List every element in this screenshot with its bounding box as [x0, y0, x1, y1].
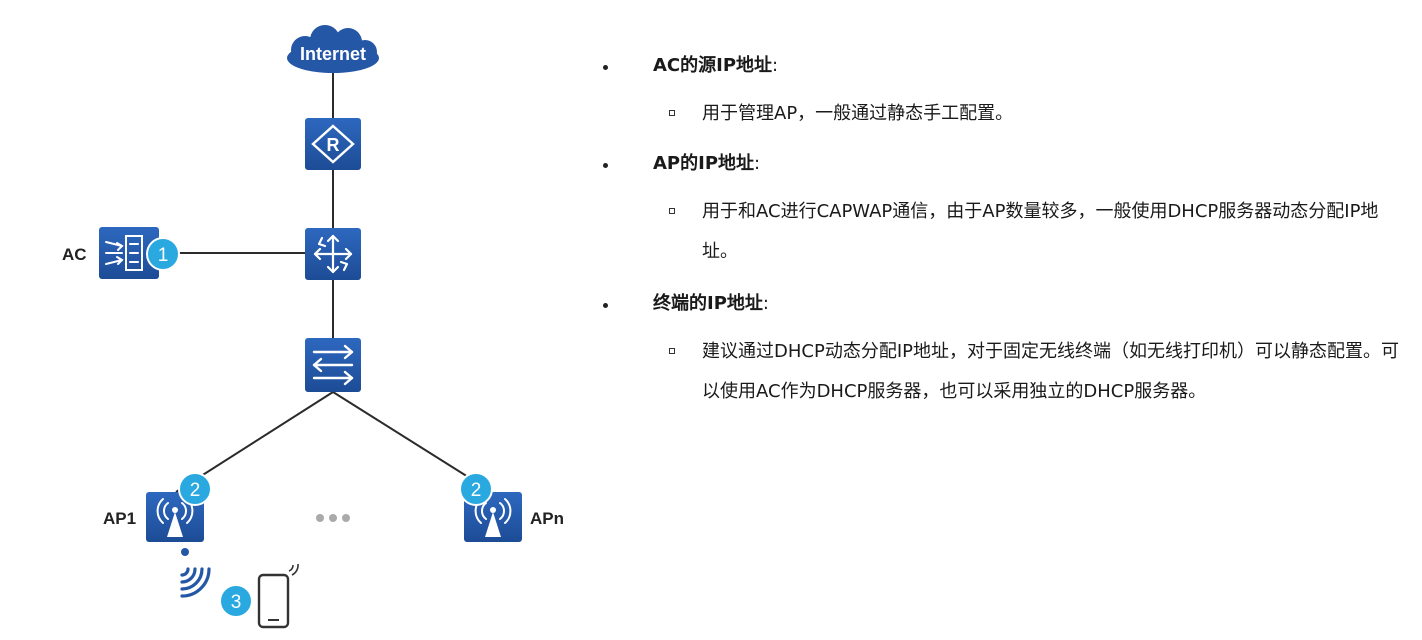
ap1-label: AP1 [103, 509, 136, 528]
internet-cloud: Internet [287, 25, 379, 73]
square-bullet-icon [669, 110, 675, 116]
cloud-icon [287, 25, 379, 73]
bullet-dot [603, 163, 608, 168]
section-body-text: 建议通过DHCP动态分配IP地址，对于固定无线终端（如无线打印机）可以静态配置。… [702, 341, 1399, 402]
section-body-text: 用于和AC进行CAPWAP通信，由于AP数量较多，一般使用DHCP服务器动态分配… [702, 201, 1379, 262]
badge-terminal: 3 [219, 584, 253, 618]
signal-dot [181, 548, 189, 556]
section-body: 建议通过DHCP动态分配IP地址，对于固定无线终端（如无线打印机）可以静态配置。… [595, 332, 1405, 412]
apn-device: 2 APn [459, 472, 564, 542]
square-bullet-icon [669, 208, 675, 214]
network-topology-diagram: Internet R AC [62, 25, 564, 629]
section-title: AC的源IP地址: [595, 48, 1405, 84]
wifi-signal-icon [180, 567, 211, 598]
badge-ap1: 2 [178, 472, 212, 506]
bullet-dot [603, 303, 608, 308]
svg-text:2: 2 [190, 480, 201, 501]
section-title-colon: : [754, 153, 761, 174]
section-body: 用于管理AP，一般通过静态手工配置。 [595, 94, 1405, 134]
svg-text:3: 3 [231, 592, 242, 613]
bullet-dot [603, 65, 608, 70]
section-title-colon: : [772, 55, 779, 76]
section-title-text: 终端的IP地址 [653, 293, 763, 314]
router-icon: R [305, 118, 361, 170]
section-title-text: AC的源IP地址 [653, 55, 773, 76]
apn-label: APn [530, 509, 564, 528]
ac-label: AC [62, 245, 87, 264]
phone-icon [257, 563, 299, 629]
wireless-terminal: 3 [180, 548, 299, 629]
svg-text:2: 2 [471, 480, 482, 501]
ac-device: AC 1 [62, 227, 180, 279]
note-section-ap-ip: AP的IP地址: 用于和AC进行CAPWAP通信，由于AP数量较多，一般使用DH… [595, 146, 1405, 272]
badge-apn: 2 [459, 472, 493, 506]
section-body-text: 用于管理AP，一般通过静态手工配置。 [702, 103, 1014, 124]
ac-device-icon [99, 227, 159, 279]
section-body: 用于和AC进行CAPWAP通信，由于AP数量较多，一般使用DHCP服务器动态分配… [595, 192, 1405, 272]
ap1-device: AP1 2 [103, 472, 212, 542]
badge-ac: 1 [146, 237, 180, 271]
ellipsis-icon [316, 514, 350, 522]
router-glyph: R [327, 135, 340, 155]
link-access-switch-apn [332, 391, 493, 493]
svg-text:1: 1 [158, 245, 169, 266]
section-title: 终端的IP地址: [595, 286, 1405, 322]
note-section-terminal-ip: 终端的IP地址: 建议通过DHCP动态分配IP地址，对于固定无线终端（如无线打印… [595, 286, 1405, 412]
access-switch-icon [305, 338, 361, 392]
section-title: AP的IP地址: [595, 146, 1405, 182]
square-bullet-icon [669, 348, 675, 354]
section-title-colon: : [762, 293, 769, 314]
section-title-text: AP的IP地址 [653, 153, 755, 174]
ip-address-notes: AC的源IP地址: 用于管理AP，一般通过静态手工配置。 AP的IP地址: 用于… [595, 48, 1405, 412]
internet-label: Internet [300, 44, 366, 64]
note-section-ac-source-ip: AC的源IP地址: 用于管理AP，一般通过静态手工配置。 [595, 48, 1405, 134]
core-switch-icon [305, 228, 361, 280]
